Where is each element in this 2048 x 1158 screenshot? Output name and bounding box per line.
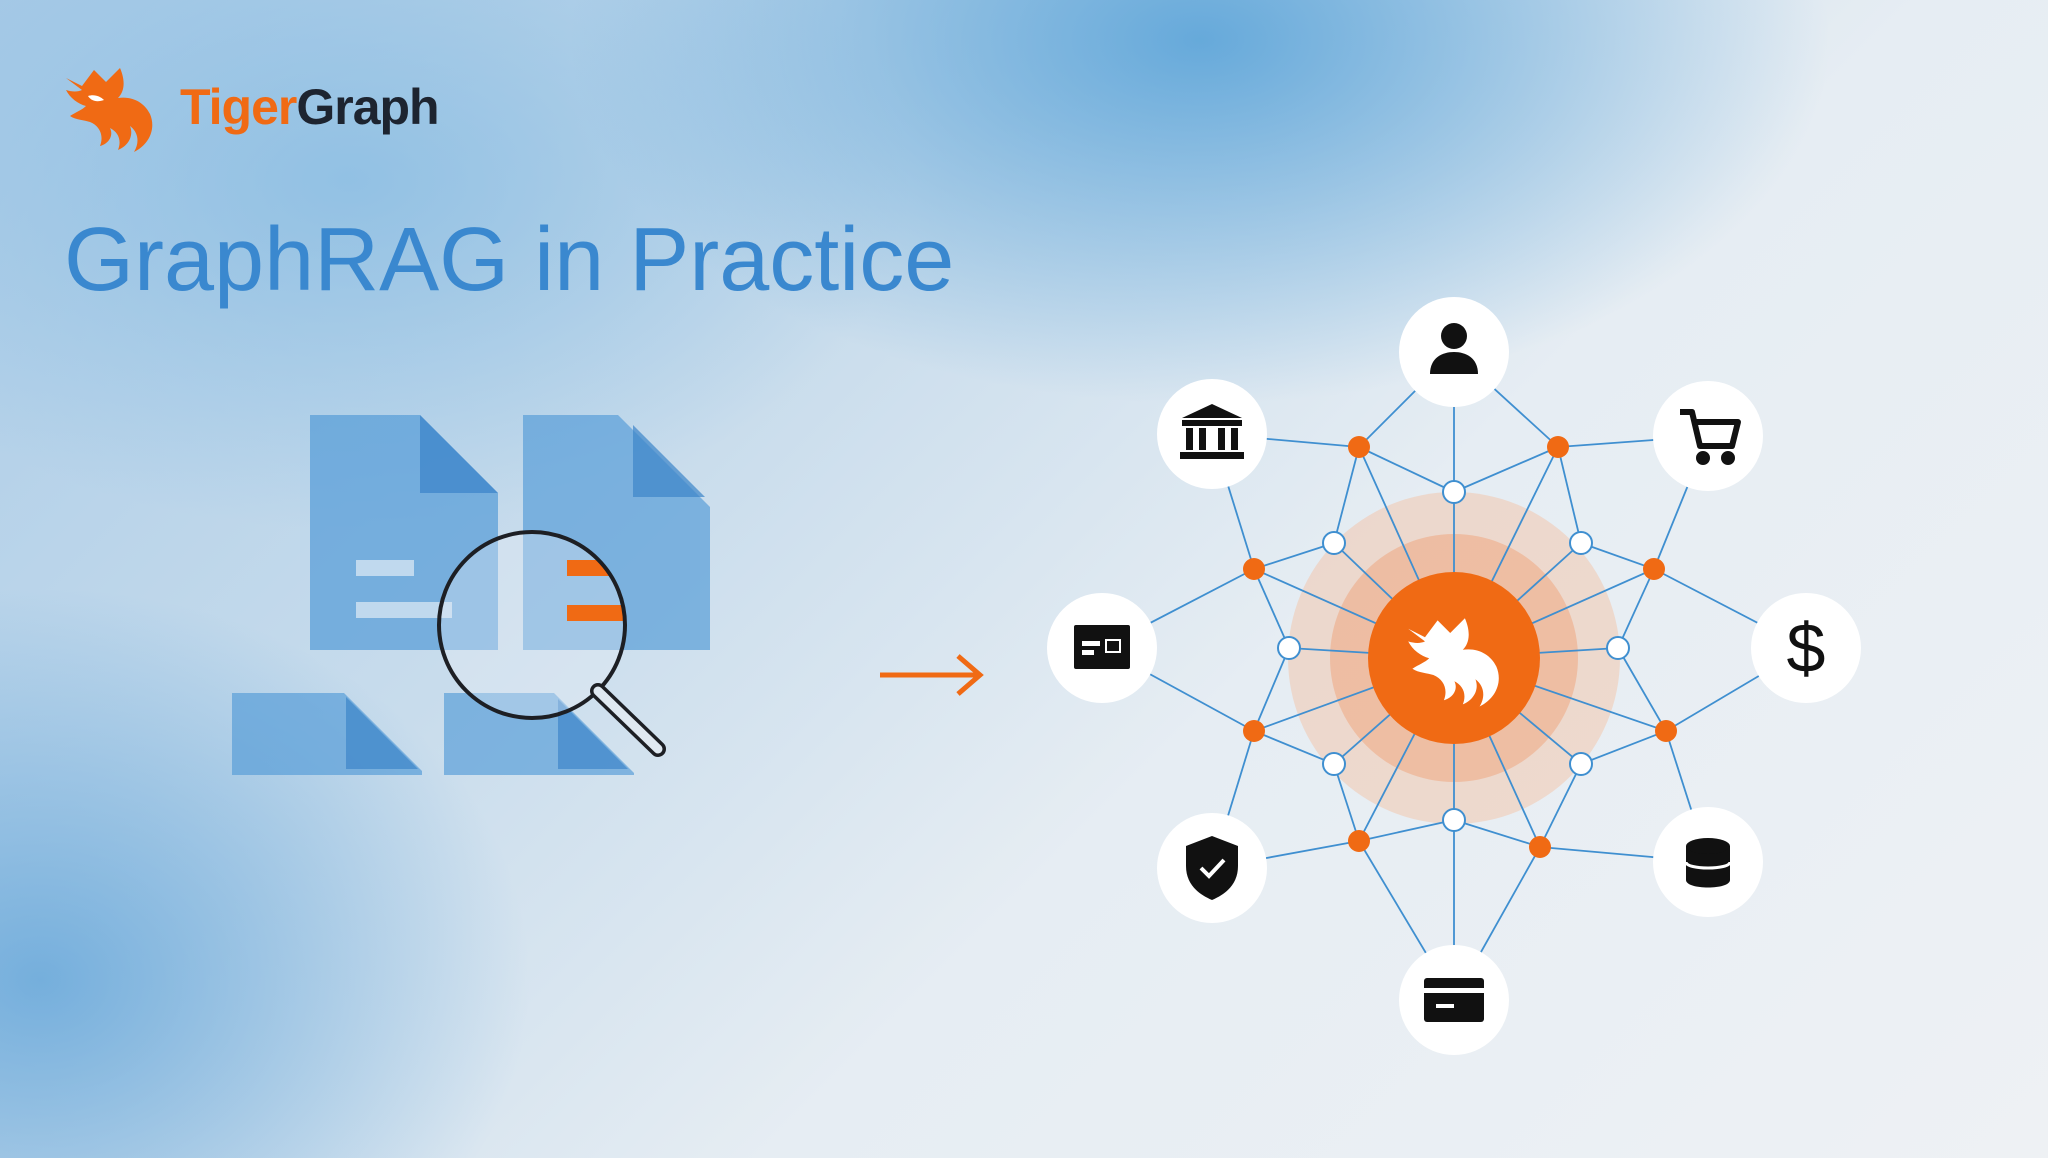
card-node[interactable] [1399,945,1509,1055]
page-title: GraphRAG in Practice [64,210,955,310]
document-icon [444,693,634,775]
shopping-cart-icon [1680,409,1741,465]
shield-node[interactable] [1157,813,1267,923]
cart-node[interactable] [1653,381,1763,491]
bank-node[interactable] [1157,379,1267,489]
person-icon [1430,323,1478,374]
document-icon [310,415,498,650]
database-icon [1684,838,1732,888]
document-icon [523,415,710,650]
dollar-node[interactable]: $ [1751,593,1861,703]
graph-orange-nodes [1243,436,1677,858]
bank-icon [1180,404,1244,459]
document-stack [232,415,710,775]
credit-card-icon [1424,978,1484,1022]
person-node[interactable] [1399,297,1509,407]
brand-name-graph: Graph [296,79,439,135]
knowledge-graph: $ [1047,297,1861,1055]
database-node[interactable] [1653,807,1763,917]
graph-white-nodes [1277,480,1630,832]
tiger-head-icon [66,68,153,152]
id-card-node[interactable] [1047,593,1157,703]
magnifying-glass-icon [437,530,666,757]
shield-check-icon [1186,836,1238,900]
brand-name-tiger: Tiger [180,79,297,135]
id-card-icon [1074,625,1130,669]
tigergraph-logo: TigerGraph [62,62,482,154]
tiger-head-icon [1408,618,1499,707]
hub-node [1368,572,1540,744]
right-arrow-icon [880,654,984,696]
document-icon [232,693,422,775]
dollar-icon: $ [1787,609,1826,687]
graph-edges [1101,351,1807,1001]
